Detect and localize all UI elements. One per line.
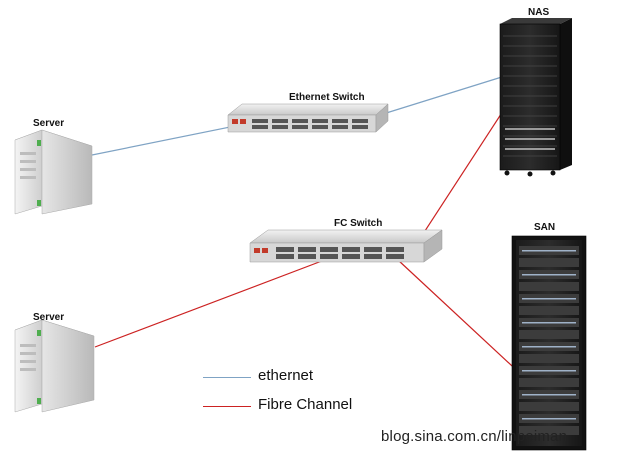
fc-switch-icon — [249, 229, 443, 263]
san-label: SAN — [534, 222, 556, 233]
san-rack-icon — [511, 235, 587, 451]
fc-link-server-to-switch — [94, 255, 336, 348]
legend-fibre-channel-swatch — [203, 406, 251, 407]
legend-ethernet-swatch — [203, 377, 251, 378]
ethernet-switch-icon — [227, 103, 389, 133]
nas-label: NAS — [528, 7, 550, 18]
legend-fibre-channel-label: Fibre Channel — [258, 396, 353, 413]
watermark-text: blog.sina.com.cn/linpeiman — [381, 428, 568, 445]
fc-link-switch-to-san — [397, 259, 526, 379]
ethernet-link-server-to-switch — [91, 124, 241, 156]
ethernet-link-switch-to-nas — [382, 75, 506, 115]
server-top-icon — [14, 129, 93, 215]
ethernet-switch-label: Ethernet Switch — [289, 92, 365, 103]
legend-ethernet-label: ethernet — [258, 367, 314, 384]
nas-rack-icon — [499, 18, 572, 177]
fc-switch-label: FC Switch — [334, 218, 383, 229]
server-top-label: Server — [33, 118, 65, 129]
server-bottom-icon — [14, 319, 95, 413]
server-bottom-label: Server — [33, 312, 65, 323]
